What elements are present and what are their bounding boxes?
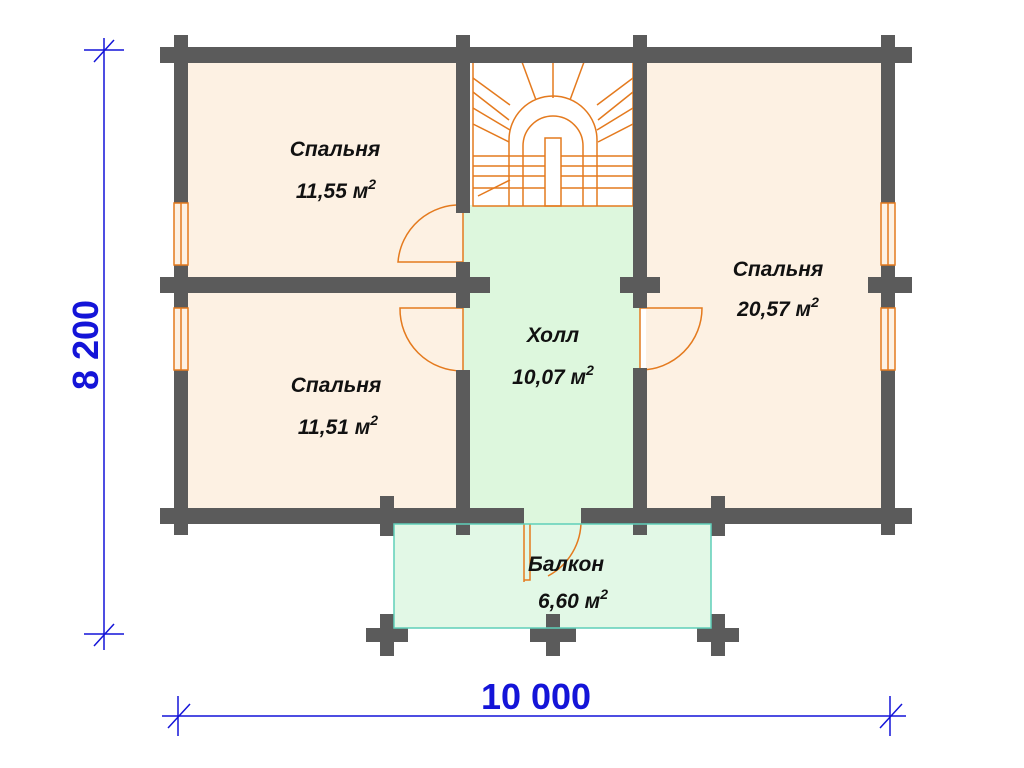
hall-name: Холл xyxy=(526,324,579,347)
bedroom-bottom-left-floor xyxy=(181,293,463,514)
balcony-floor xyxy=(394,522,711,628)
bedroom-bottom-left-name: Спальня xyxy=(291,374,382,397)
door-bedroom-right xyxy=(639,307,703,371)
doors xyxy=(397,204,703,582)
windows xyxy=(173,202,896,371)
wall-openings xyxy=(524,508,581,524)
dimension-height xyxy=(84,38,124,650)
dimension-height-label: 8 200 xyxy=(65,300,106,390)
door-bedroom-top-left xyxy=(397,204,464,263)
bedroom-bottom-left-area: 11,51 м2 xyxy=(298,412,378,439)
dimension-width-label: 10 000 xyxy=(481,676,591,717)
staircase xyxy=(472,61,634,207)
bedroom-top-left-area: 11,55 м2 xyxy=(296,176,376,203)
walls xyxy=(160,35,912,656)
bedroom-right-floor xyxy=(646,57,888,514)
balcony-outline xyxy=(393,523,712,629)
bedroom-top-left-floor xyxy=(181,57,463,277)
dimension-width xyxy=(162,696,906,736)
door-bedroom-bottom-left xyxy=(399,307,464,372)
hall-area: 10,07 м2 xyxy=(512,362,594,389)
balcony-name: Балкон xyxy=(528,553,604,576)
bedroom-top-left-name: Спальня xyxy=(290,138,381,161)
balcony-area: 6,60 м2 xyxy=(538,586,608,613)
hall-floor xyxy=(463,205,640,514)
bedroom-right-area: 20,57 м2 xyxy=(736,294,819,321)
bedroom-right-name: Спальня xyxy=(733,258,824,281)
